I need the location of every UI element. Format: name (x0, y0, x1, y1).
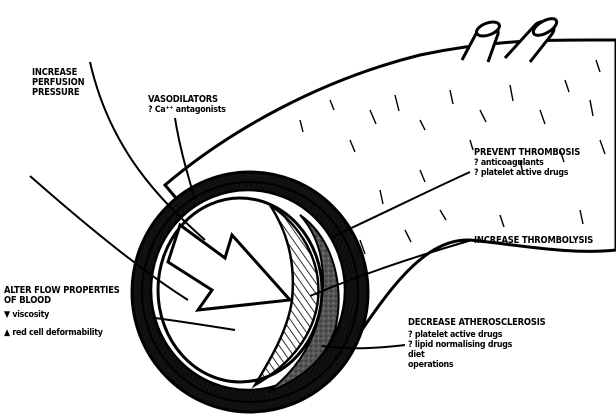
thrombolysis-label: INCREASE THROMBOLYSIS (474, 236, 593, 246)
flow-item-deformability: ▲ red cell deformability (4, 328, 120, 338)
thrombosis-label: PREVENT THROMBOSIS ? anticoagulants ? pl… (474, 148, 580, 178)
thrombosis-title: PREVENT THROMBOSIS (474, 148, 580, 158)
thrombolysis-title: INCREASE THROMBOLYSIS (474, 236, 593, 246)
atherosclerosis-item-2: ? lipid normalising drugs (408, 340, 546, 350)
perfusion-label: INCREASE PERFUSION PRESSURE (32, 68, 84, 98)
vasodilators-item: ? Ca⁺⁺ antagonists (148, 105, 226, 115)
branch-opening-right (531, 15, 560, 38)
atherosclerosis-item-1: ? platelet active drugs (408, 330, 546, 340)
atherosclerosis-label: DECREASE ATHEROSCLEROSIS ? platelet acti… (408, 318, 546, 370)
atherosclerosis-item-4: operations (408, 360, 546, 370)
vasodilators-label: VASODILATORS ? Ca⁺⁺ antagonists (148, 95, 226, 115)
atherosclerosis-item-3: diet (408, 350, 546, 360)
flow-item-viscosity: ▼ viscosity (4, 310, 120, 320)
perfusion-line-3: PRESSURE (32, 88, 84, 98)
vasodilators-title: VASODILATORS (148, 95, 226, 105)
thrombosis-item-2: ? platelet active drugs (474, 168, 580, 178)
atherosclerosis-title: DECREASE ATHEROSCLEROSIS (408, 318, 546, 328)
thrombosis-item-1: ? anticoagulants (474, 158, 580, 168)
flow-label: ALTER FLOW PROPERTIES OF BLOOD ▼ viscosi… (4, 286, 120, 338)
flow-title-2: OF BLOOD (4, 296, 120, 306)
